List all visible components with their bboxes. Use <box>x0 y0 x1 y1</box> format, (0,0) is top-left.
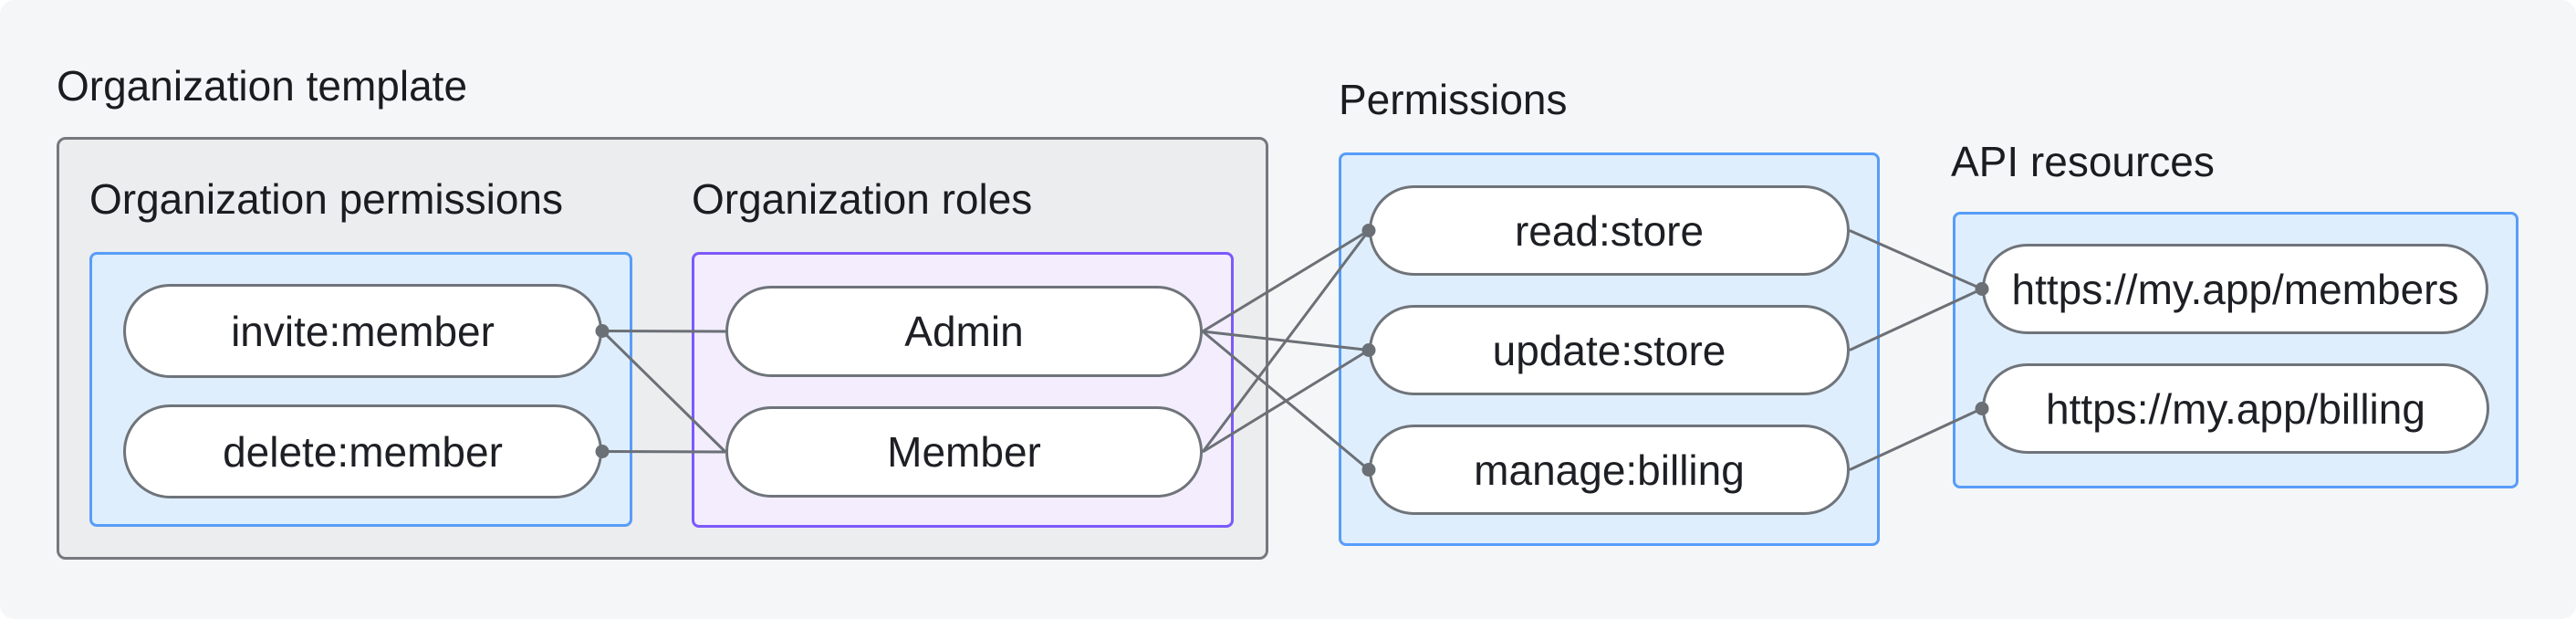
node-delete-member: delete:member <box>123 404 602 498</box>
permissions-label: Permissions <box>1339 76 1568 123</box>
org-roles-label: Organization roles <box>692 175 1033 223</box>
node-api-members-url: https://my.app/members <box>1982 244 2488 334</box>
org-template-label: Organization template <box>57 62 468 110</box>
node-read-store: read:store <box>1369 185 1850 276</box>
node-api-billing-url: https://my.app/billing <box>1982 363 2489 454</box>
api-resources-label: API resources <box>1951 138 2215 185</box>
node-manage-billing: manage:billing <box>1369 425 1850 515</box>
org-permissions-label: Organization permissions <box>89 175 564 223</box>
node-member-role: Member <box>725 406 1203 498</box>
node-admin-role: Admin <box>725 286 1203 377</box>
node-update-store: update:store <box>1369 305 1850 395</box>
node-invite-member: invite:member <box>123 284 602 378</box>
